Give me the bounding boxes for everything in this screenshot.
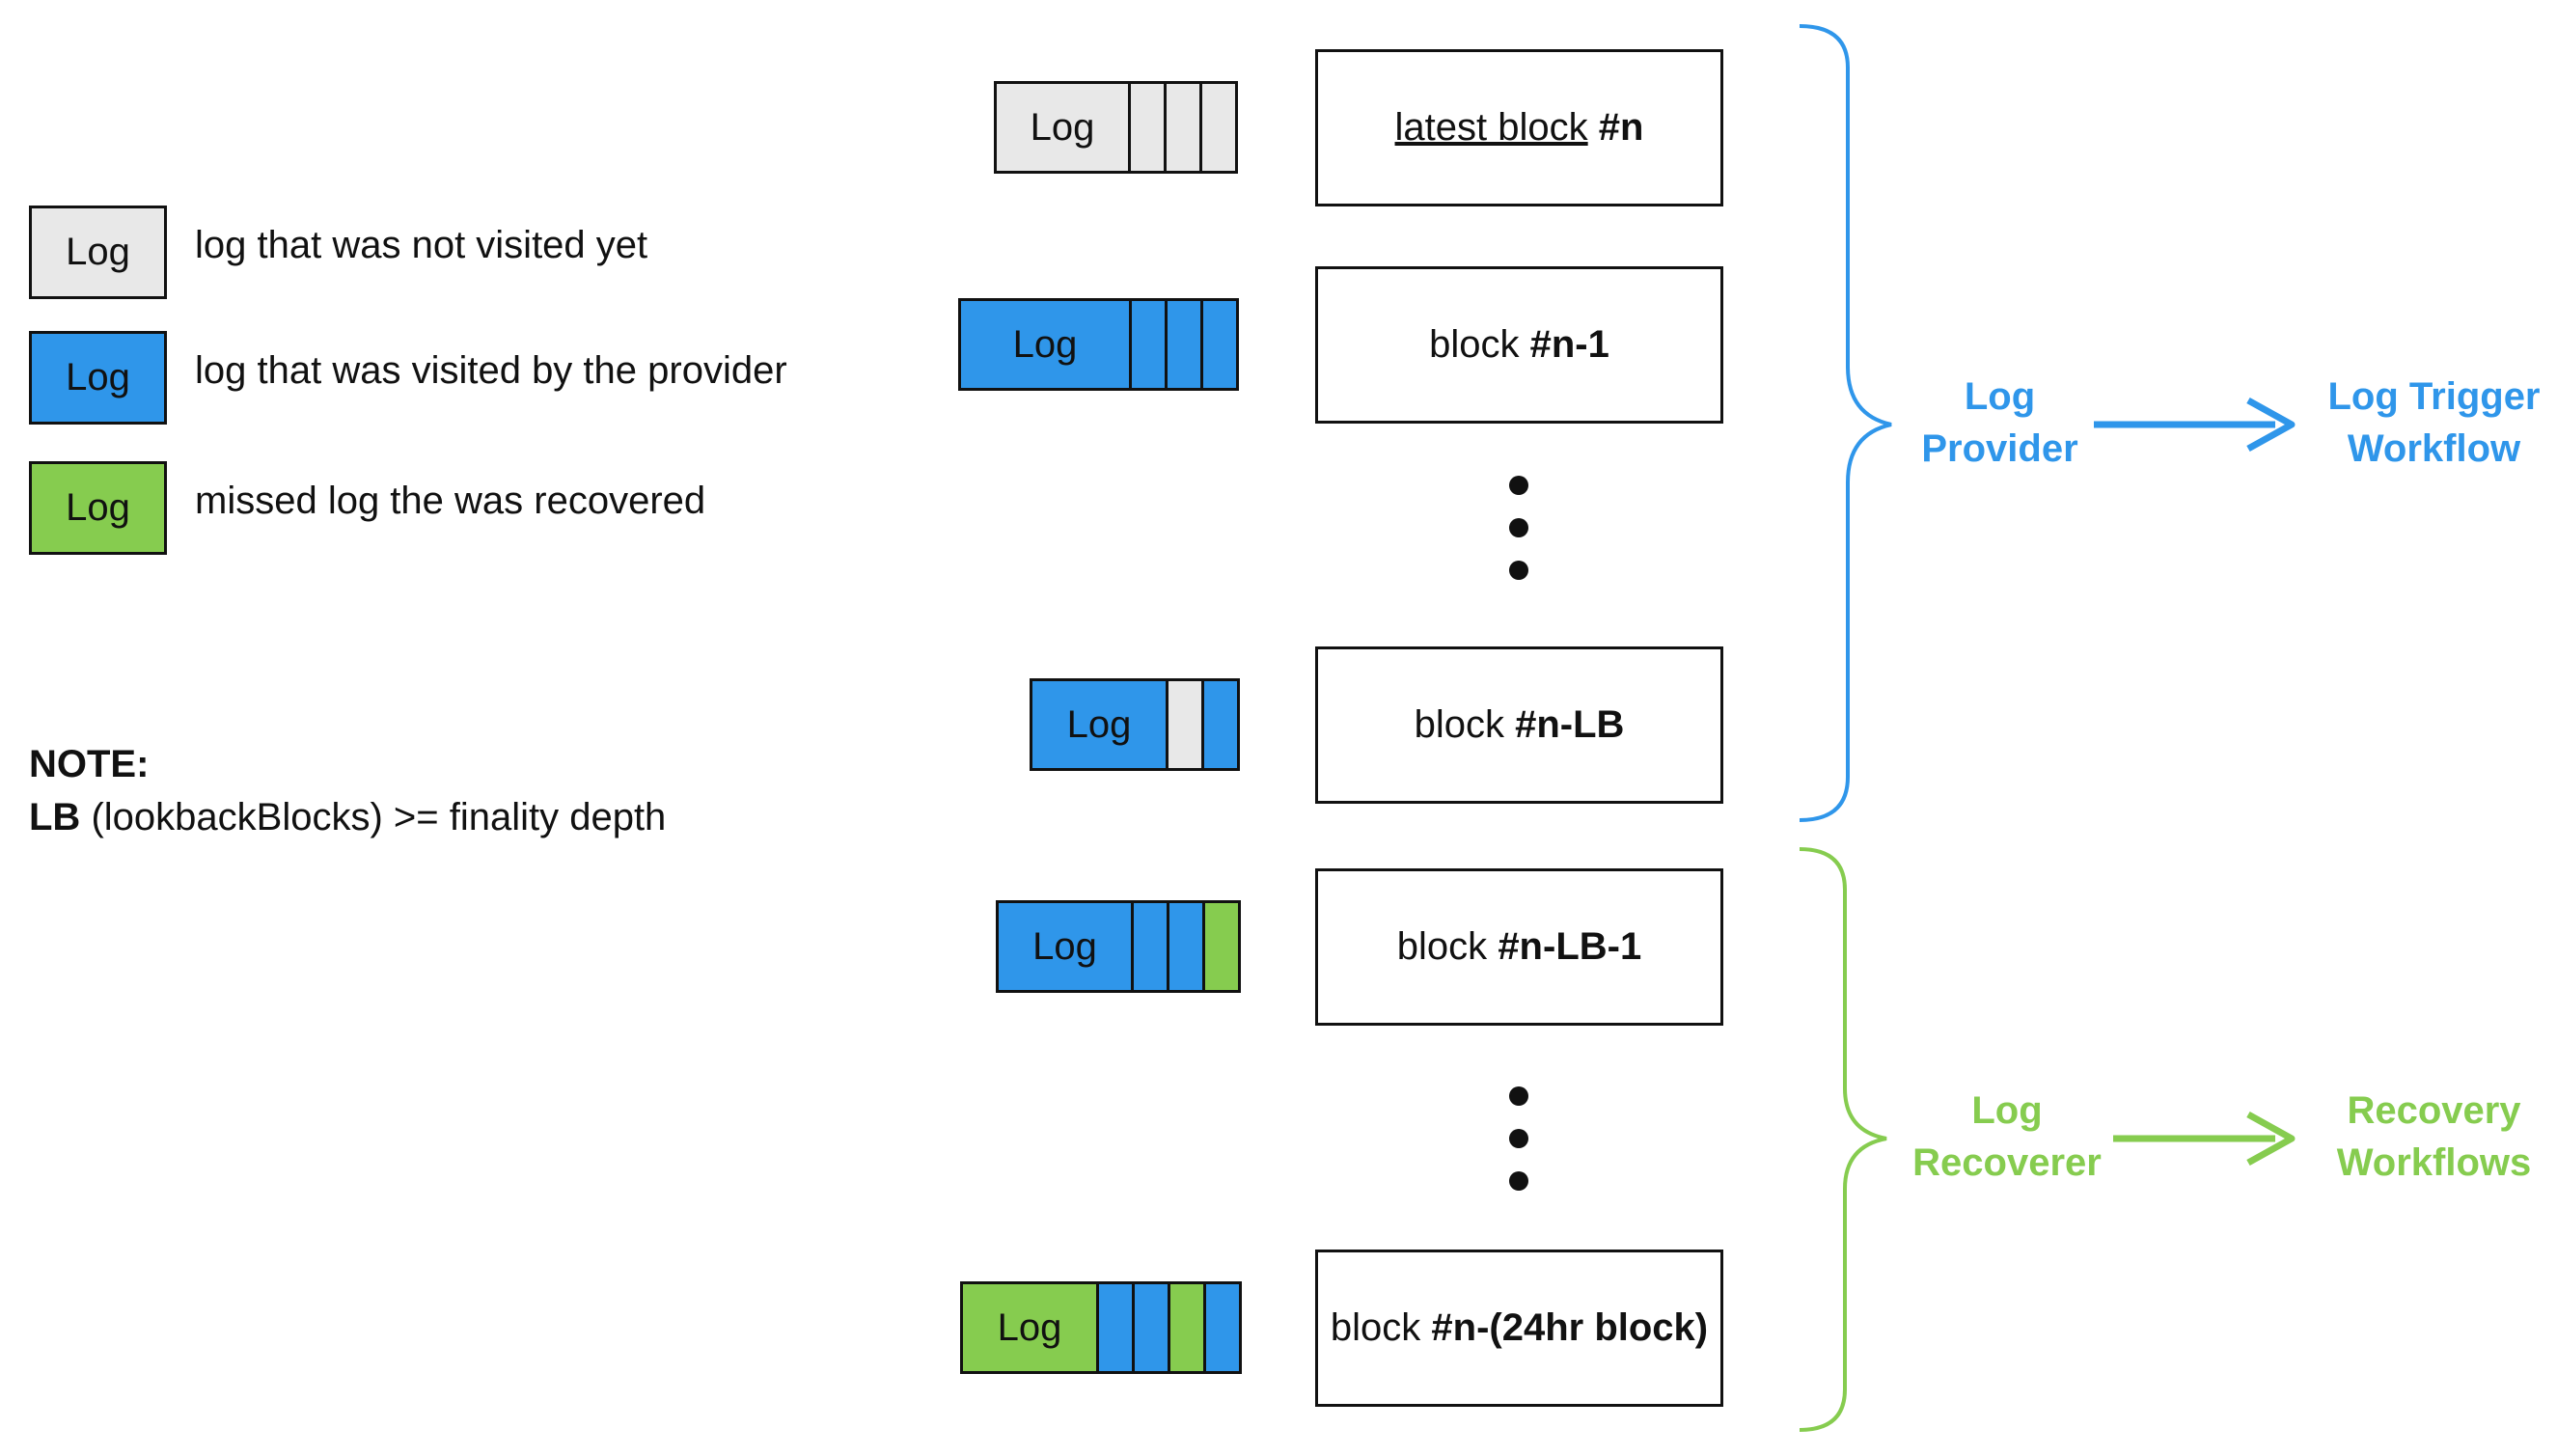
note-text: LB (lookbackBlocks) >= finality depth <box>29 796 666 839</box>
block-latest: latest block #n <box>1315 49 1723 206</box>
block-24hr-id: #n-(24hr block) <box>1431 1306 1709 1349</box>
ellipsis-dot <box>1509 1086 1528 1106</box>
log-segment <box>1096 1284 1132 1371</box>
block-n-lb-prefix: block <box>1414 703 1504 746</box>
log-segment <box>1129 301 1165 388</box>
note-lb: LB <box>29 796 81 838</box>
legend-gray-label: Log <box>66 231 130 273</box>
ellipsis-dot <box>1509 561 1528 580</box>
block-n-lb-1-prefix: block <box>1396 925 1488 968</box>
recovery-line2: Workflows <box>2336 1141 2532 1184</box>
log-provider-label: Log Provider <box>1911 371 2089 475</box>
log-trigger-workflow-label: Log Trigger Workflow <box>2316 371 2552 475</box>
log-segment <box>1132 1284 1168 1371</box>
block-24hr: block #n-(24hr block) <box>1315 1250 1723 1407</box>
log-trigger-line2: Workflow <box>2347 427 2521 470</box>
block-n-1-id: #n-1 <box>1529 323 1609 366</box>
log-provider-line2: Provider <box>1921 427 2078 470</box>
log-recoverer-line1: Log <box>1971 1089 2043 1132</box>
legend-green-text: missed log the was recovered <box>195 480 706 522</box>
log-row-n-1: Log <box>958 298 1239 391</box>
provider-brace <box>1799 24 1892 822</box>
log-cell: Log <box>961 301 1129 388</box>
log-segment <box>1128 84 1164 171</box>
log-segment <box>1201 681 1237 768</box>
log-segment <box>1200 301 1236 388</box>
log-recoverer-label: Log Recoverer <box>1901 1085 2113 1189</box>
log-cell: Log <box>997 84 1128 171</box>
note-title: NOTE: <box>29 743 150 785</box>
note-body: (lookbackBlocks) >= finality depth <box>80 796 667 838</box>
log-row-n-lb: Log <box>1030 678 1240 771</box>
legend-blue-text: log that was visited by the provider <box>195 349 787 392</box>
block-n-lb: block #n-LB <box>1315 646 1723 804</box>
log-segment <box>1199 84 1235 171</box>
log-row-latest: Log <box>994 81 1238 174</box>
block-n-1-prefix: block <box>1429 323 1520 366</box>
log-segment <box>1131 903 1167 990</box>
log-segment <box>1202 903 1238 990</box>
log-row-24hr: Log <box>960 1281 1242 1374</box>
log-segment <box>1166 681 1201 768</box>
ellipsis-dot <box>1509 1171 1528 1191</box>
log-segment <box>1164 84 1199 171</box>
log-recoverer-line2: Recoverer <box>1912 1141 2102 1184</box>
log-segment <box>1168 1284 1203 1371</box>
block-latest-prefix: latest block <box>1394 106 1588 149</box>
block-n-lb-1: block #n-LB-1 <box>1315 868 1723 1026</box>
legend-green-label: Log <box>66 486 130 529</box>
block-latest-id: #n <box>1598 106 1644 149</box>
legend-blue-box: Log <box>29 331 167 425</box>
log-cell: Log <box>1032 681 1166 768</box>
log-cell: Log <box>999 903 1131 990</box>
log-segment <box>1203 1284 1239 1371</box>
legend-blue-label: Log <box>66 356 130 398</box>
block-24hr-prefix: block <box>1330 1306 1421 1349</box>
recovery-line1: Recovery <box>2347 1089 2521 1132</box>
block-n-lb-id: #n-LB <box>1515 703 1625 746</box>
log-trigger-line1: Log Trigger <box>2327 375 2541 418</box>
legend-gray-text: log that was not visited yet <box>195 224 648 266</box>
recoverer-brace <box>1799 847 1887 1432</box>
legend-gray-box: Log <box>29 206 167 299</box>
ellipsis-dot <box>1509 518 1528 537</box>
log-segment <box>1165 301 1200 388</box>
log-provider-line1: Log <box>1964 375 2036 418</box>
log-segment <box>1167 903 1202 990</box>
block-n-1: block #n-1 <box>1315 266 1723 424</box>
ellipsis-dot <box>1509 476 1528 495</box>
recovery-workflows-label: Recovery Workflows <box>2316 1085 2552 1189</box>
log-row-n-lb-1: Log <box>996 900 1241 993</box>
block-n-lb-1-id: #n-LB-1 <box>1498 925 1642 968</box>
ellipsis-dot <box>1509 1129 1528 1148</box>
legend-green-box: Log <box>29 461 167 555</box>
log-cell: Log <box>963 1284 1096 1371</box>
